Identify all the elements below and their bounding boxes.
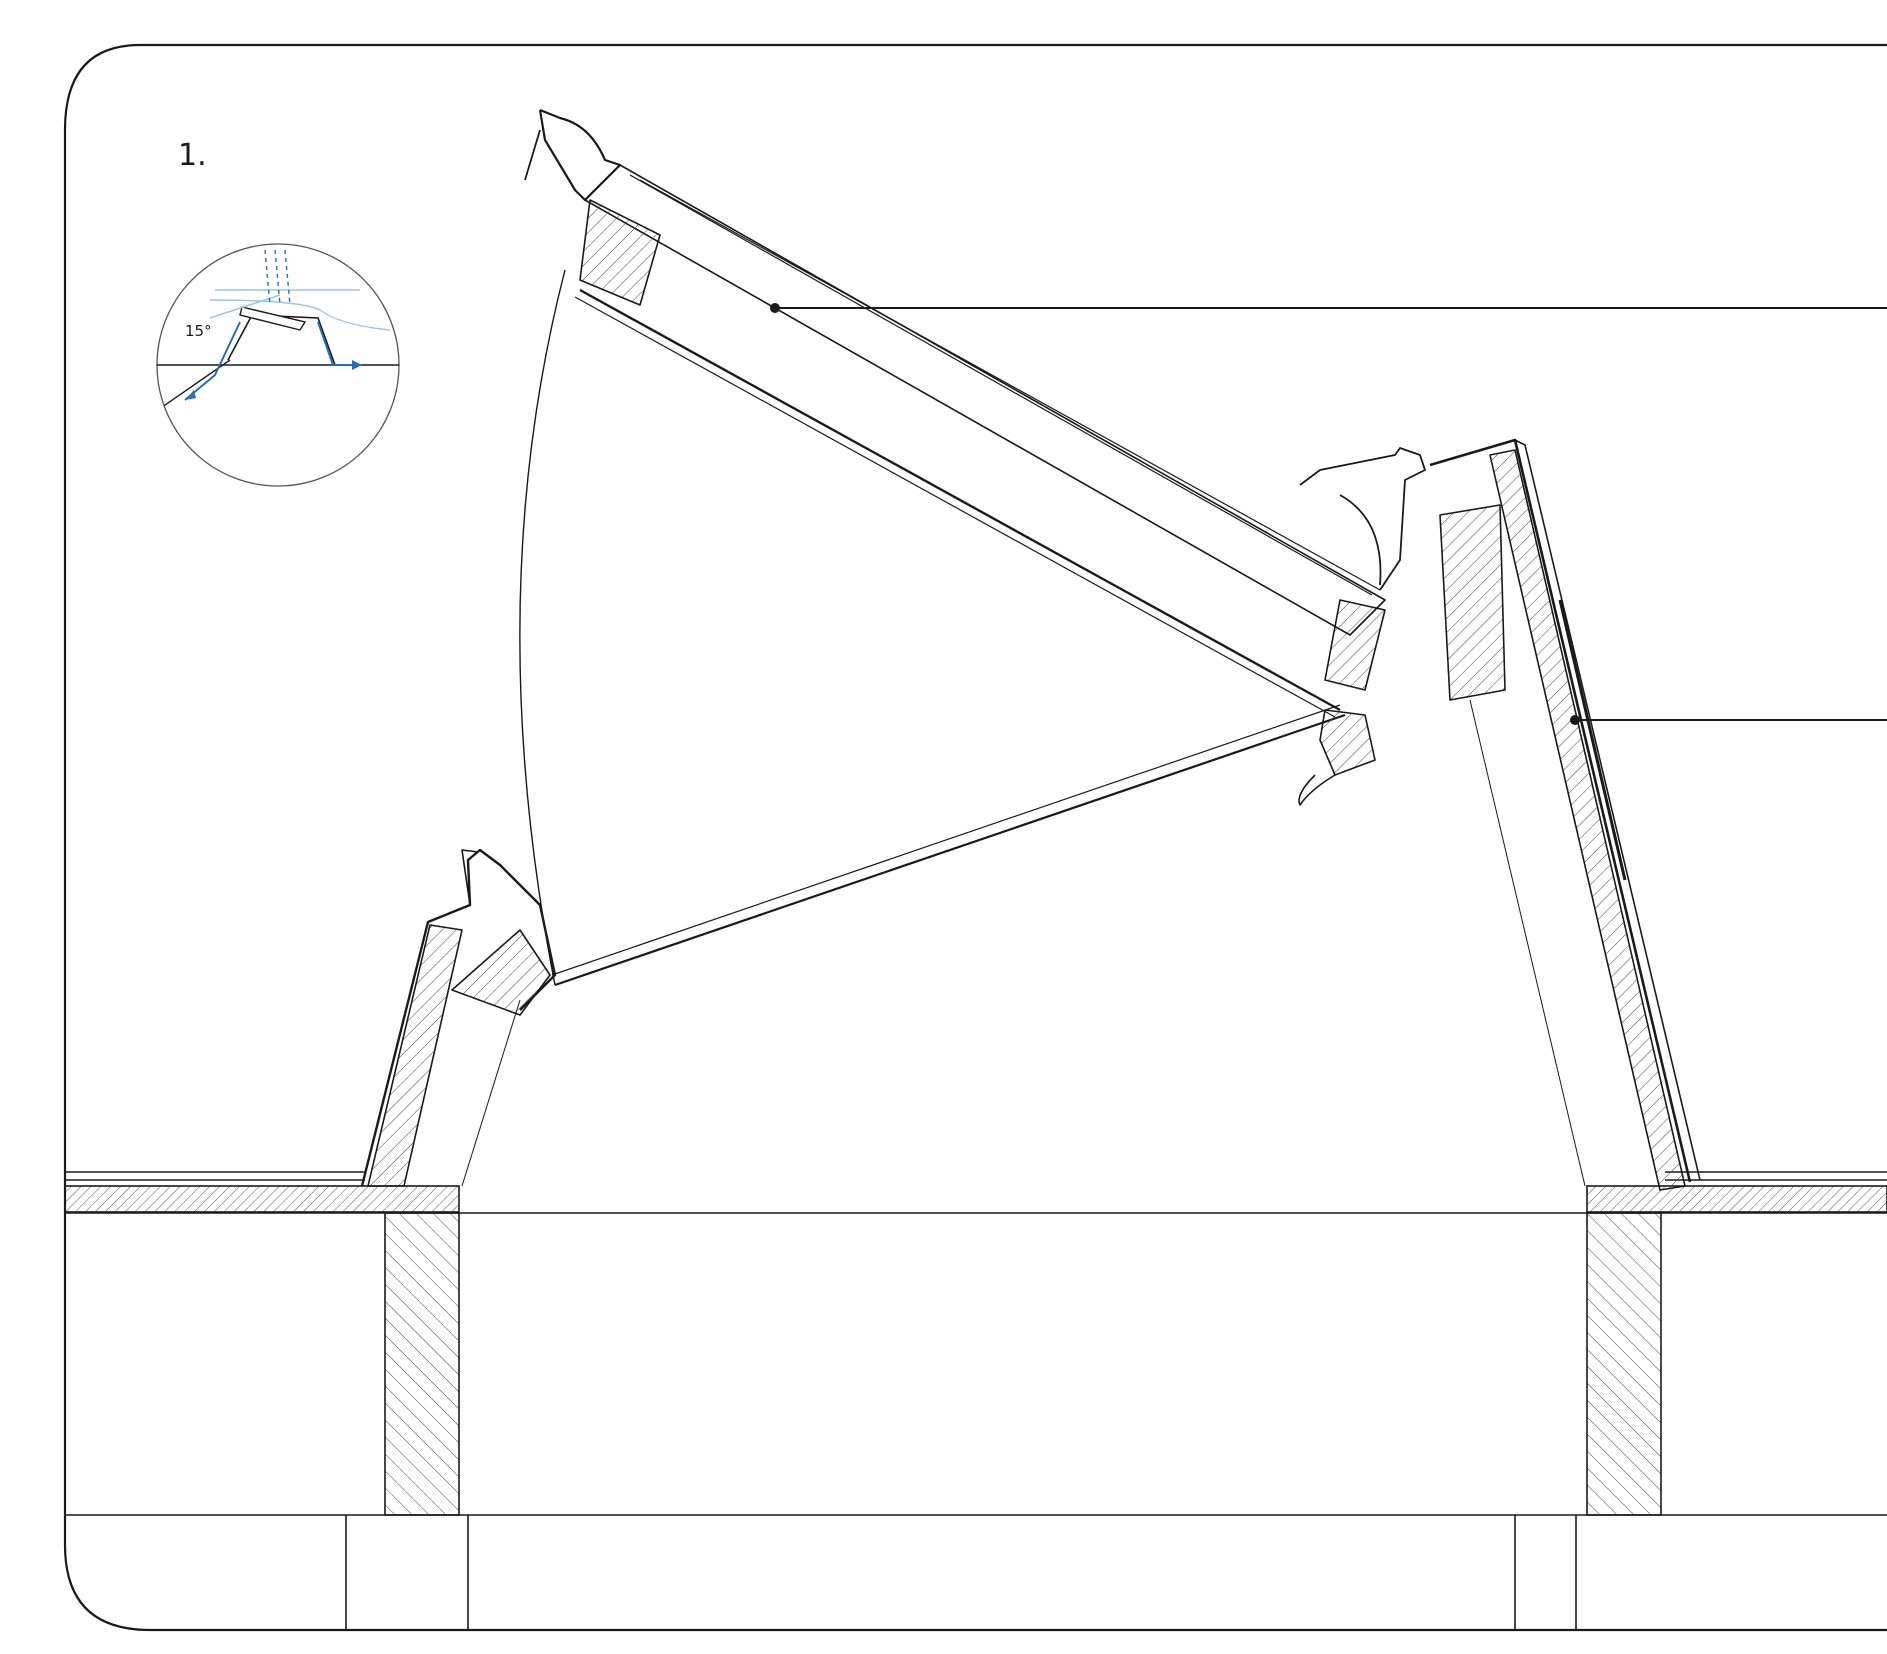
- support-posts: [384, 1212, 1662, 1516]
- sash-bottom-leg: [551, 704, 1376, 987]
- leader-dot-upstand: [1570, 715, 1580, 725]
- step-number-label: 1.: [178, 138, 207, 173]
- right-upstand: [1429, 438, 1701, 1191]
- leader-dot-glazing: [770, 303, 780, 313]
- opening-sash: [524, 108, 1386, 718]
- airflow-detail: [156, 243, 400, 487]
- right-frame-profile: [1299, 447, 1426, 591]
- detail-angle-label: 15°: [185, 322, 212, 340]
- opening-arc: [519, 269, 566, 986]
- structure-lines: [65, 1212, 1887, 1630]
- leader-lines: [775, 307, 1887, 721]
- projection-lines: [461, 699, 1586, 1187]
- left-upstand: [360, 848, 557, 1187]
- drawing-frame: [63, 43, 1887, 1632]
- roof-deck: [64, 1171, 1887, 1213]
